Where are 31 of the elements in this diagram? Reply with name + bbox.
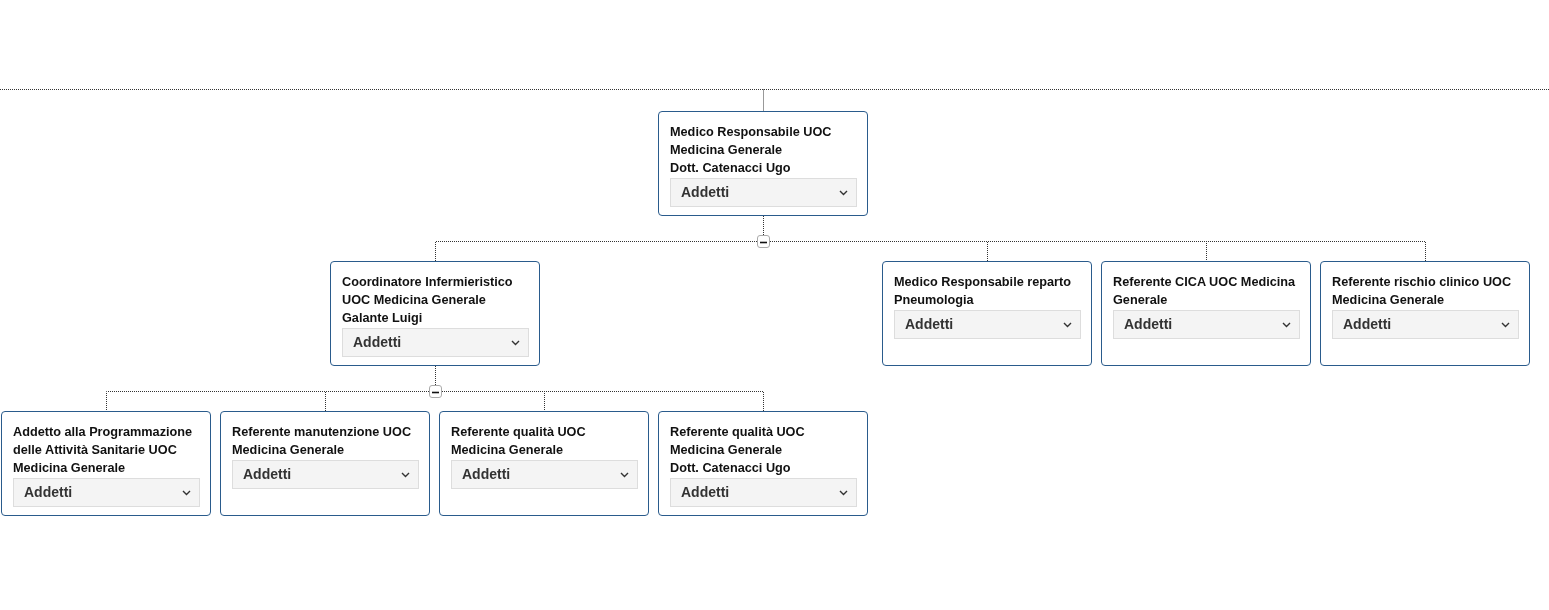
dropdown-select: Addetti [451,460,638,489]
dropdown-select: Addetti [13,478,200,507]
org-card [1,411,211,516]
role-title: Referente manutenzione UOC Medicina Generale [232,424,413,459]
person-name: Dott. Catenacci Ugo [670,160,792,177]
dropdown-select: Addetti [670,178,857,207]
dropdown-select: Addetti [1113,310,1300,339]
role-title: Referente CICA UOC Medicina Generale [1113,274,1297,309]
org-card [658,411,868,516]
org-card [1320,261,1530,366]
connector-line [0,89,1549,112]
org-card [330,261,540,366]
role-title: Referente rischio clinico UOC Medicina Generale [1332,274,1513,309]
role-title: Medico Responsabile reparto Pneumologia [894,274,1072,309]
dropdown-select: Addetti [1332,310,1519,339]
role-title: Addetto alla Programmazione delle Attività Sanitarie UOC Medicina Generale [13,424,194,477]
person-name: Galante Luigi [342,310,424,327]
role-title: Referente qualità UOC Medicina Generale [670,424,806,459]
org-card [439,411,649,516]
org-card [658,111,868,216]
org-card [882,261,1092,366]
person-name: Dott. Catenacci Ugo [670,460,792,477]
role-title: Coordinatore Infermieristico UOC Medicina Generale [342,274,514,309]
role-title: Medico Responsabile UOC Medicina Generale [670,124,833,159]
dropdown-select: Addetti [342,328,529,357]
dropdown-select: Addetti [232,460,419,489]
dropdown-select: Addetti [894,310,1081,339]
org-card [1101,261,1311,366]
role-title: Referente qualità UOC Medicina Generale [451,424,587,459]
dropdown-select: Addetti [670,478,857,507]
org-card [220,411,430,516]
